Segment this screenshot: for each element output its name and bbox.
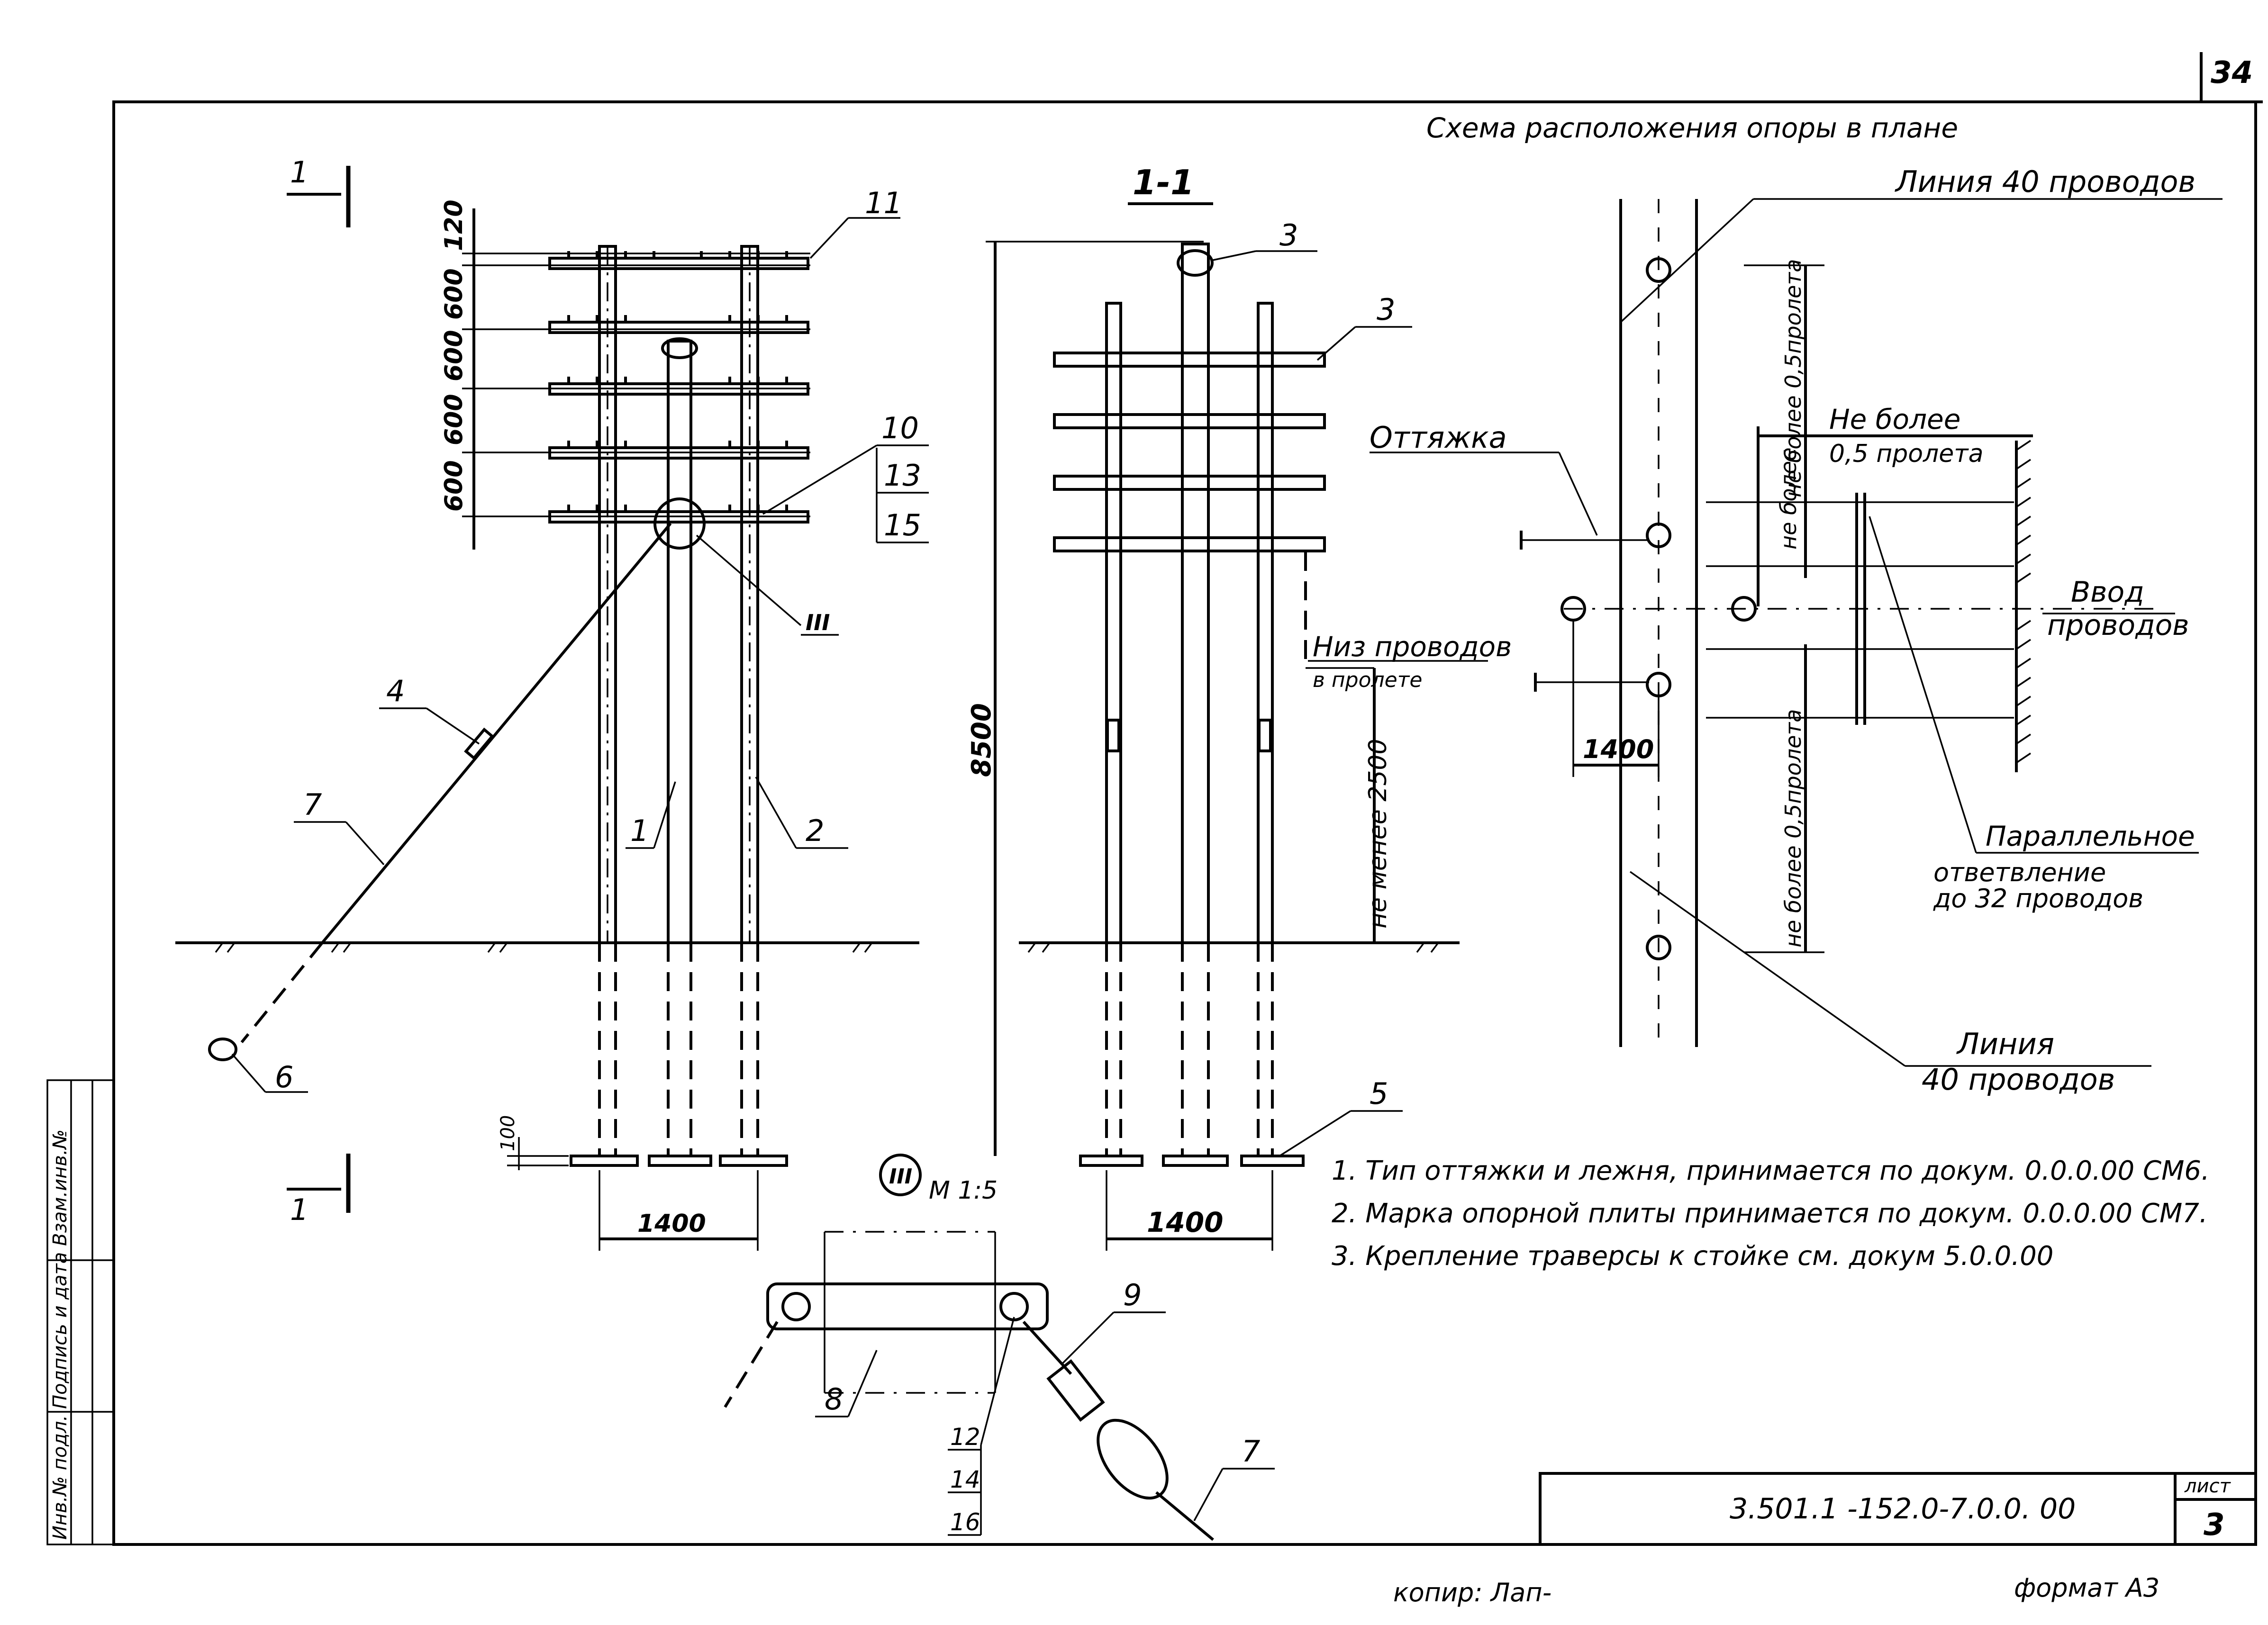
plan-entry-label-1: Ввод [2071,576,2144,609]
callout-10: 10 [881,411,919,445]
plan-guy-label: Оттяжка [1370,420,1507,455]
side-stamp-text: Инв.№ подл. Подпись и дата Взам.инв.№ [49,1129,71,1540]
title-block: 3.501.1 -152.0-7.0.0. 00 лист 3 копир: Л… [1393,1472,2257,1607]
plan-view: Схема расположения опоры в плане [1370,112,2223,1097]
dim-100: 100 [497,1115,519,1151]
front-poles-underground: 100 [497,943,788,1170]
plan-half-span-bottom: не более 0,5пролета [1780,709,1806,948]
detail-callout-9: 9 [1123,1278,1142,1312]
detail-callout-14: 14 [950,1466,980,1493]
detail-scale: М 1:5 [929,1176,998,1205]
callout-15: 15 [884,508,921,542]
callout-6: 6 [275,1060,293,1094]
plan-line-bottom-1: Линия [1956,1027,2054,1061]
plan-parallel-2: ответвление [1933,858,2106,887]
dim-600-d: 600 [440,460,468,512]
sheet-number: 3 [2204,1508,2225,1543]
front-dim-1400: 1400 [637,1210,706,1238]
plan-line-bottom-2: 40 проводов [1922,1062,2115,1097]
dim-8500: 8500 [966,703,997,777]
plan-not-more-side: не более [1776,447,1801,550]
guy-wire [321,523,672,944]
plan-parallel-3: до 32 проводов [1933,884,2143,913]
front-crossarms [548,251,809,524]
callout-2: 2 [806,813,824,848]
clearance-label: не менее 2500 [1364,739,1392,929]
note-1: 1. Тип оттяжки и лежня, принимается по д… [1332,1156,2210,1186]
detail-marker-front: III [806,610,830,635]
callout-7: 7 [303,787,322,822]
callout-1: 1 [630,813,649,848]
dim-600-a: 600 [440,268,468,320]
sheet-label: лист [2184,1475,2232,1497]
format: формат А3 [2014,1573,2159,1603]
side-view: 1-1 8500 [966,162,1512,1251]
plan-dim-1400: 1400 [1583,734,1654,764]
anchor [208,1038,237,1061]
callout-13: 13 [884,458,921,493]
side-view-title: 1-1 [1133,162,1194,202]
detail-marker: III [889,1165,912,1189]
plan-line-top: Линия 40 проводов [1895,164,2195,199]
front-vertical-dims: 120 600 600 600 600 [440,199,810,517]
callout-11: 11 [865,186,902,220]
note-2: 2. Марка опорной плиты принимается по до… [1332,1198,2208,1229]
note-3: 3. Крепление траверсы к стойке см. докум… [1332,1241,2053,1272]
plan-parallel-1: Параллельное [1986,820,2195,852]
plan-title: Схема расположения опоры в плане [1426,112,1958,144]
front-callouts: 11 10 13 15 III 4 7 1 2 [231,186,929,1094]
drawing-frame [112,100,2257,1546]
page-number-box: 34 [2200,52,2263,103]
plan-not-more-1: Не более [1829,403,1960,435]
detail-circle-III [653,497,706,550]
callout-3-b: 3 [1377,292,1395,327]
detail-III: III М 1:5 9 8 12 14 16 7 [724,1154,1275,1541]
plan-half-span-top: не более 0,5пролета [1780,259,1806,497]
dim-120: 120 [440,199,468,251]
detail-callout-16: 16 [950,1508,980,1536]
front-view: 1 1 120 600 600 600 600 [175,155,929,1251]
callout-5: 5 [1370,1076,1388,1111]
designation: 3.501.1 -152.0-7.0.0. 00 [1730,1492,2076,1526]
plan-not-more-2: 0,5 пролета [1829,440,1983,468]
section-marker-top: 1 [290,155,308,190]
copied-by: копир: Лап- [1393,1578,1551,1607]
front-poles [598,245,759,944]
notes: 1. Тип оттяжки и лежня, принимается по д… [1332,1156,2210,1272]
detail-callout-8: 8 [825,1382,843,1417]
side-stamp: Инв.№ подл. Подпись и дата Взам.инв.№ [46,1079,115,1545]
callout-4: 4 [386,674,405,708]
dim-600-b: 600 [440,330,468,381]
callout-3-a: 3 [1279,218,1298,253]
side-dim-1400: 1400 [1147,1206,1223,1238]
wires-bottom-label-1: Низ проводов [1313,631,1512,663]
page-corner-number: 34 [2211,55,2253,90]
wires-bottom-label-2: в пролете [1313,668,1422,692]
dim-600-c: 600 [440,394,468,445]
section-marker-bottom: 1 [290,1192,308,1227]
detail-callout-7: 7 [1242,1434,1260,1469]
detail-callout-12: 12 [950,1423,980,1451]
